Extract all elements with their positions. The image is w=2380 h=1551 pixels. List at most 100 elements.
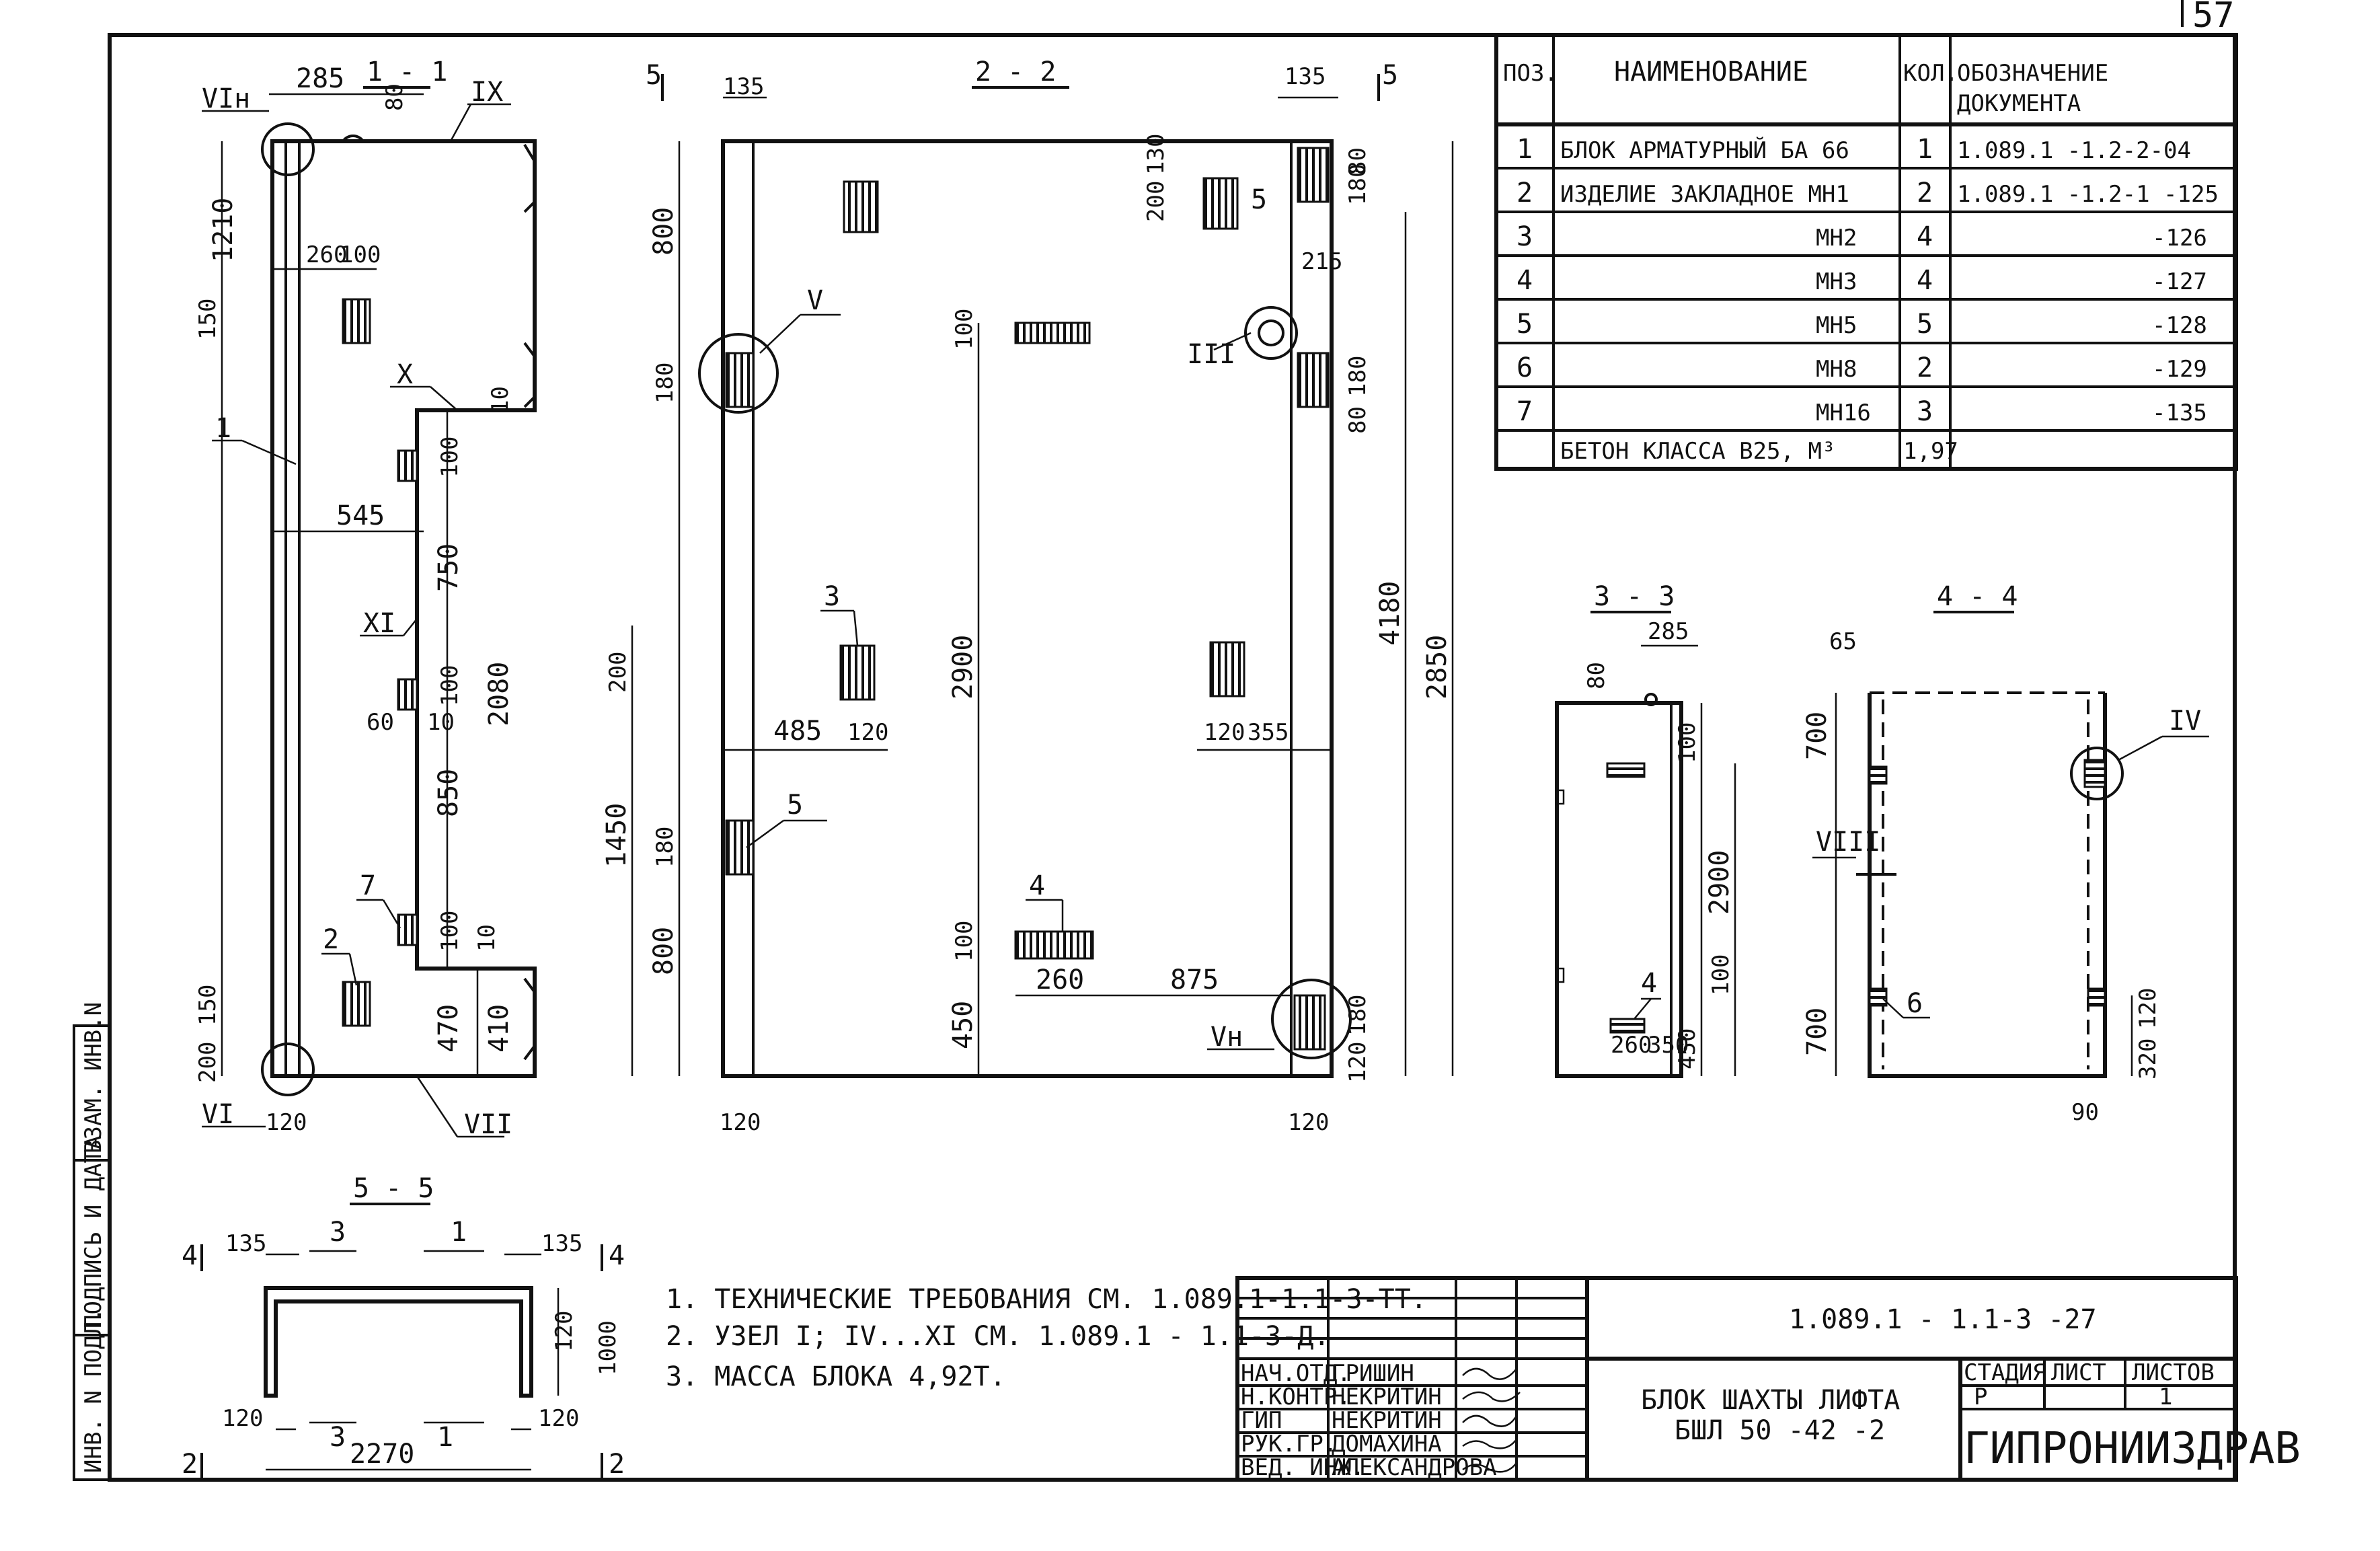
svg-text:2900: 2900 — [1704, 850, 1735, 915]
svg-text:Vн: Vн — [1211, 1022, 1243, 1053]
org-name: ГИПРОНИИЗДРАВ — [1964, 1424, 2301, 1474]
signatures — [1462, 1367, 1521, 1473]
svg-text:1000: 1000 — [594, 1320, 621, 1375]
svg-text:БЛОК АРМАТУРНЫЙ БА 66: БЛОК АРМАТУРНЫЙ БА 66 — [1560, 137, 1849, 164]
svg-text:5: 5 — [1917, 309, 1933, 340]
svg-text:Р: Р — [1974, 1384, 1987, 1410]
svg-text:875: 875 — [1170, 964, 1219, 995]
svg-text:2: 2 — [609, 1449, 625, 1480]
svg-text:МН2: МН2 — [1816, 225, 1857, 252]
svg-text:285: 285 — [1648, 618, 1689, 645]
svg-text:ГИП: ГИП — [1241, 1407, 1282, 1434]
svg-text:ЛИСТ: ЛИСТ — [2051, 1359, 2106, 1386]
svg-text:120: 120 — [847, 719, 888, 746]
svg-text:VIн: VIн — [202, 83, 250, 114]
svg-text:4: 4 — [182, 1240, 198, 1271]
side-label-vzam: ВЗАМ. ИНВ.N — [80, 1002, 107, 1153]
people: НАЧ.ОТД. ГРИШИН Н.КОНТР. НЕКРИТИН ГИП НЕ… — [1241, 1360, 1497, 1481]
note-2: 2. УЗЕЛ I; IV...XI СМ. 1.089.1 - 1.1-3-Д… — [666, 1321, 1330, 1352]
svg-text:2: 2 — [1917, 352, 1933, 383]
svg-text:750: 750 — [433, 543, 464, 592]
view-4-4: 4 - 4 65 700 700 120 320 90 IV VIII 6 — [1802, 581, 2209, 1126]
svg-text:6: 6 — [1907, 988, 1923, 1019]
svg-text:485: 485 — [773, 716, 822, 747]
doc-mark: БШЛ 50 -42 -2 — [1675, 1415, 1885, 1446]
svg-text:200: 200 — [194, 1042, 221, 1083]
svg-text:ДОКУМЕНТА: ДОКУМЕНТА — [1957, 90, 2081, 117]
svg-text:355: 355 — [1247, 719, 1289, 746]
svg-text:МН8: МН8 — [1816, 356, 1857, 383]
spec-row-5: 5 МН5 5 -128 — [1517, 309, 2207, 340]
svg-text:5: 5 — [1517, 309, 1533, 340]
svg-text:180: 180 — [1344, 356, 1371, 397]
side-strip: ИНВ. N ПОДЛ. ПОДПИСЬ И ДАТА ВЗАМ. ИНВ.N — [73, 1002, 111, 1481]
doc-code: 1.089.1 - 1.1-3 -27 — [1789, 1304, 2097, 1335]
svg-text:850: 850 — [433, 769, 464, 817]
svg-text:2080: 2080 — [484, 662, 514, 726]
view-5-5-title: 5 - 5 — [353, 1173, 434, 1204]
svg-text:90: 90 — [2071, 1099, 2099, 1126]
note-3: 3. МАССА БЛОКА 4,92Т. — [666, 1361, 1006, 1392]
svg-text:100: 100 — [951, 921, 978, 962]
svg-text:Н.КОНТР.: Н.КОНТР. — [1241, 1384, 1351, 1410]
svg-text:180: 180 — [652, 363, 679, 404]
side-label-inv-podl: ИНВ. N ПОДЛ. — [80, 1308, 107, 1473]
spec-row-7: 7 МН16 3 -135 — [1517, 396, 2207, 427]
side-label-signature: ПОДПИСЬ И ДАТА — [80, 1135, 107, 1328]
svg-text:МН16: МН16 — [1816, 400, 1871, 426]
svg-text:130: 130 — [1143, 134, 1169, 175]
svg-text:215: 215 — [1301, 248, 1342, 275]
svg-text:IX: IX — [471, 77, 503, 108]
svg-text:180: 180 — [1344, 164, 1371, 205]
svg-text:135: 135 — [225, 1230, 266, 1257]
view-2-2-title: 2 - 2 — [975, 56, 1056, 87]
svg-text:НАЧ.ОТД.: НАЧ.ОТД. — [1241, 1360, 1351, 1387]
svg-text:3: 3 — [330, 1422, 346, 1453]
notes: 1. ТЕХНИЧЕСКИЕ ТРЕБОВАНИЯ СМ. 1.089.1-1.… — [666, 1284, 1427, 1392]
svg-text:НЕКРИТИН: НЕКРИТИН — [1332, 1407, 1442, 1434]
svg-text:545: 545 — [336, 500, 385, 531]
svg-text:80: 80 — [1583, 662, 1610, 689]
svg-text:2: 2 — [1517, 178, 1533, 209]
spec-row-6: 6 МН8 2 -129 — [1517, 352, 2207, 383]
view-1-1: 1 - 1 285 80 1210 260 100 150 10 545 — [194, 56, 537, 1140]
svg-text:180: 180 — [1344, 995, 1371, 1036]
svg-text:5: 5 — [1382, 60, 1398, 91]
view-1-1-title: 1 - 1 — [367, 56, 447, 87]
svg-text:БЕТОН КЛАССА В25, М³: БЕТОН КЛАССА В25, М³ — [1560, 438, 1835, 465]
svg-text:260: 260 — [306, 241, 347, 268]
svg-text:10: 10 — [427, 709, 455, 736]
svg-text:120: 120 — [1288, 1109, 1329, 1136]
svg-text:80: 80 — [1344, 406, 1371, 434]
svg-text:3: 3 — [1517, 221, 1533, 252]
svg-text:100: 100 — [1674, 722, 1701, 763]
spec-table: ПОЗ. НАИМЕНОВАНИЕ КОЛ. ОБОЗНАЧЕНИЕ ДОКУМ… — [1494, 33, 2238, 471]
svg-text:-126: -126 — [2152, 225, 2207, 252]
svg-text:5: 5 — [787, 790, 803, 821]
title-block: 1.089.1 - 1.1-3 -27 БЛОК ШАХТЫ ЛИФТА БШЛ… — [1235, 1276, 2301, 1482]
svg-text:120: 120 — [222, 1405, 263, 1432]
svg-text:100: 100 — [436, 437, 463, 478]
doc-title: БЛОК ШАХТЫ ЛИФТА — [1641, 1385, 1900, 1416]
svg-text:2900: 2900 — [948, 635, 978, 699]
svg-text:2: 2 — [1917, 178, 1933, 209]
svg-text:700: 700 — [1802, 712, 1833, 760]
view-3-3-title: 3 - 3 — [1594, 581, 1675, 612]
svg-text:800: 800 — [648, 207, 679, 256]
svg-text:IV: IV — [2169, 706, 2201, 736]
svg-text:-128: -128 — [2152, 312, 2207, 339]
svg-text:150: 150 — [194, 299, 221, 340]
svg-text:80: 80 — [381, 83, 408, 111]
svg-text:7: 7 — [360, 870, 376, 901]
svg-text:120: 120 — [1204, 719, 1245, 746]
svg-text:VIII: VIII — [1816, 827, 1880, 858]
svg-text:120: 120 — [551, 1311, 578, 1352]
svg-text:100: 100 — [1707, 954, 1734, 995]
svg-text:100: 100 — [436, 911, 463, 952]
svg-text:3: 3 — [1917, 396, 1933, 427]
svg-text:-129: -129 — [2152, 356, 2207, 383]
svg-text:320: 320 — [2135, 1038, 2161, 1080]
svg-text:КОЛ.: КОЛ. — [1903, 60, 1958, 87]
